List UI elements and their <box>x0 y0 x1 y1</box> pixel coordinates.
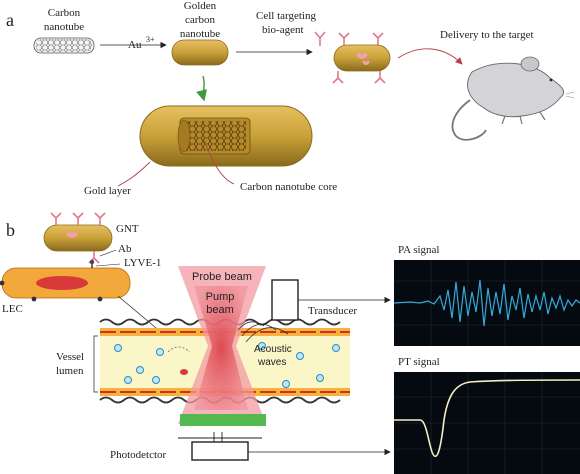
pa-signal-label: PA signal <box>398 244 439 256</box>
laser-beams <box>178 266 266 426</box>
photodetector-label: Photodetctor <box>110 449 167 461</box>
carbon-nanotube-label-1: Carbon <box>48 7 81 19</box>
gold-nanotube-cutaway <box>139 105 313 167</box>
gold-layer-pointer <box>117 161 151 187</box>
gnt-label: GNT <box>116 223 139 235</box>
lumen-bracket <box>93 335 98 393</box>
antibody-icon <box>314 31 326 46</box>
panel-b-label: b <box>6 220 15 240</box>
lyve-label: LYVE-1 <box>124 257 161 269</box>
targeted-nanotube-icon <box>332 32 391 84</box>
pt-signal-label: PT signal <box>398 356 440 368</box>
lyve-pointer <box>95 263 121 267</box>
vessel-label-2: lumen <box>56 365 84 377</box>
pump-beam-label-1: Pump <box>206 291 235 303</box>
transducer-label: Transducer <box>308 305 357 317</box>
golden-cnt-label-1: Golden <box>184 0 217 12</box>
golden-cnt-label-3: nanotube <box>180 28 220 40</box>
ab-pointer <box>99 249 117 257</box>
ab-label: Ab <box>118 243 132 255</box>
pt-signal-scope <box>394 372 580 474</box>
probe-beam-label: Probe beam <box>192 271 252 283</box>
lec-label: LEC <box>2 303 23 315</box>
pa-signal-scope <box>393 260 580 346</box>
golden-cnt-label-2: carbon <box>185 14 215 26</box>
gold-layer-label: Gold layer <box>84 185 131 197</box>
pt-trace <box>394 379 580 458</box>
pa-trace <box>393 279 580 327</box>
delivery-label: Delivery to the target <box>440 29 534 41</box>
carbon-nanotube-label-2: nanotube <box>44 21 84 33</box>
acoustic-waves-icon <box>237 321 289 343</box>
panel-a-label: a <box>6 10 14 30</box>
lec-cell <box>0 259 131 302</box>
au-superscript: 3+ <box>146 35 155 44</box>
targeting-label-1: Cell targeting <box>256 10 316 22</box>
acoustic-label-2: waves <box>257 357 286 368</box>
pump-beam-label-2: beam <box>206 304 234 316</box>
mouse-icon <box>451 56 575 141</box>
transducer-icon <box>271 279 299 321</box>
vessel-label-1: Vessel <box>56 351 84 363</box>
photodetector-icon <box>191 441 249 461</box>
targeting-label-2: bio-agent <box>262 24 304 36</box>
carbon-nanotube-icon <box>33 37 95 54</box>
core-pointer <box>203 139 235 185</box>
zoom-arrow <box>196 75 208 102</box>
core-label: Carbon nanotube core <box>240 181 337 193</box>
delivery-arrow <box>397 48 463 65</box>
golden-nanotube-icon <box>171 39 229 66</box>
acoustic-label-1: Acoustic <box>254 344 292 355</box>
